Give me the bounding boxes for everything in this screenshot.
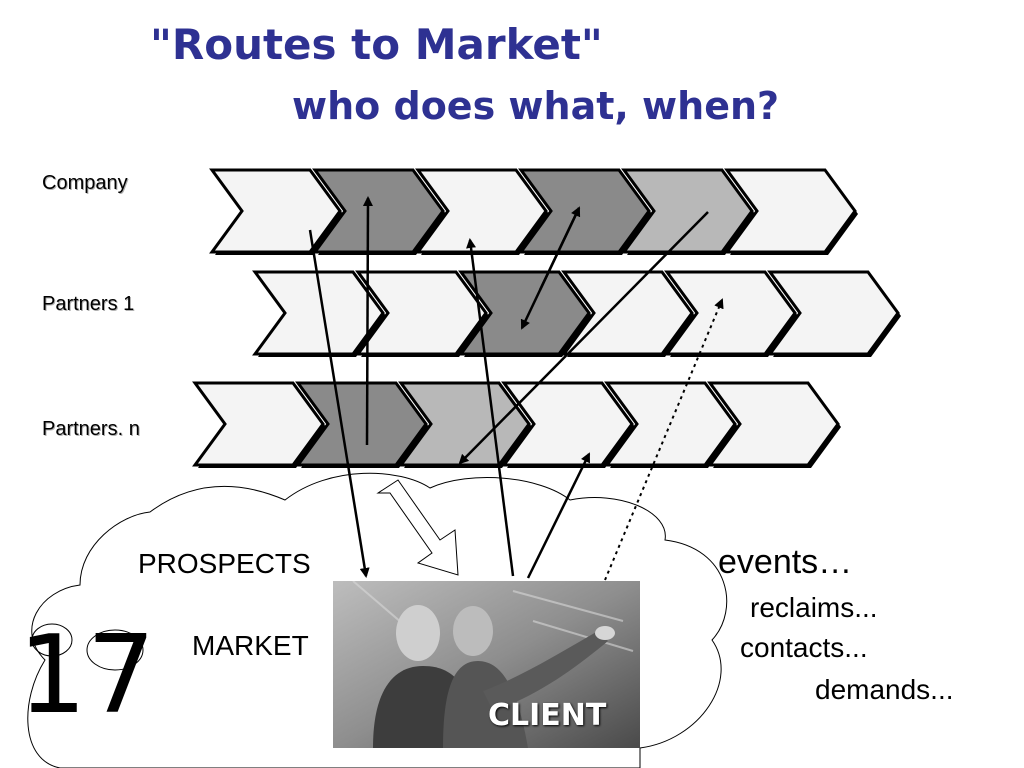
client-label: CLIENT [488, 698, 607, 733]
client-photo-illustration [333, 581, 640, 748]
chevron-rows [192, 168, 901, 468]
arrow-company-to-partners-n [458, 211, 709, 465]
chevron-row1-step6 [724, 168, 857, 254]
arrow-company-to-partners1 [520, 207, 581, 330]
hollow-arrow [376, 479, 459, 576]
slide-subtitle: who does what, when? [292, 84, 780, 128]
arrow-client-to-partners1-dotted [604, 298, 724, 581]
cloud-label-prospects: PROSPECTS [138, 548, 311, 579]
slide-number: 17 [18, 613, 156, 738]
chevron-row1-step2 [312, 168, 445, 254]
chevron-row2-step2 [355, 270, 488, 356]
chevron-row3-step6 [707, 381, 840, 467]
chevron-row1-step3 [415, 168, 548, 254]
chevron-row2-step5 [664, 270, 797, 356]
arrow-partners-n-to-company [362, 196, 373, 446]
chevron-row2-step1 [252, 270, 385, 356]
flow-arrows [308, 196, 724, 581]
client-photo: CLIENT [333, 581, 640, 748]
chevron-row3-step1 [192, 381, 325, 467]
row-label-company: Company [42, 172, 128, 194]
cloud-label-reclaims: reclaims... [750, 592, 878, 623]
arrow-client-to-company [466, 238, 515, 577]
row-label-partners-1: Partners 1 [42, 293, 135, 315]
chevron-row3-step4 [501, 381, 634, 467]
cloud-label-market: MARKET [192, 630, 309, 661]
chevron-row2-step3 [458, 270, 591, 356]
arrow-company-to-client [308, 229, 370, 578]
arrow-client-to-partners-n [526, 452, 591, 579]
cloud-label-contacts: contacts... [740, 632, 868, 663]
chevron-row1-step1 [209, 168, 342, 254]
chevron-row2-step4 [561, 270, 694, 356]
cloud-label-demands: demands... [815, 674, 954, 705]
slide-title: "Routes to Market" [150, 20, 603, 69]
chevron-row1-step4 [518, 168, 651, 254]
chevron-row2-step6 [767, 270, 900, 356]
row-label-partners-n: Partners. n [42, 418, 140, 440]
cloud-label-events: events… [718, 543, 853, 581]
chevron-row3-step2 [295, 381, 428, 467]
chevron-row1-step5 [621, 168, 754, 254]
